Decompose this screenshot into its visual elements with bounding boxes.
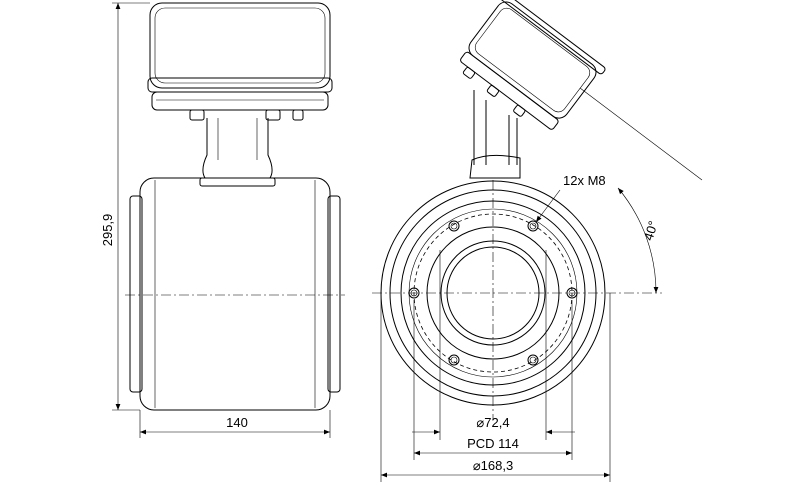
- flange-diameter-dimension: ⌀168,3: [380, 293, 611, 482]
- pcd-label: PCD 114: [467, 436, 519, 451]
- bolt-hole: [527, 354, 539, 366]
- tilted-housing: [460, 0, 606, 130]
- angle-dimension: 40°: [579, 87, 703, 294]
- angle-label: 40°: [641, 219, 661, 242]
- bore-dimension: ⌀72,4: [412, 250, 575, 440]
- bore-label: ⌀72,4: [476, 415, 509, 430]
- length-dimension: 140: [139, 410, 331, 438]
- flange-diameter-label: ⌀168,3: [473, 458, 513, 473]
- bolt-hole: [448, 220, 460, 232]
- height-dimension: 295,9: [100, 2, 150, 411]
- flow-tube-body: [125, 177, 345, 411]
- transmitter-housing: [147, 2, 333, 121]
- bolt-hole: [448, 354, 460, 366]
- end-view: 12x M8 40° ⌀72,4 PCD 114 ⌀168,3: [372, 0, 703, 482]
- bolt-callout: 12x M8: [535, 173, 606, 223]
- side-view: 295,9 140: [100, 2, 345, 438]
- bolt-hole: [527, 220, 539, 232]
- bolt-label: 12x M8: [563, 173, 606, 188]
- neck: [199, 118, 276, 187]
- height-label: 295,9: [100, 214, 115, 247]
- neck-end: [469, 90, 521, 179]
- pcd-dimension: PCD 114: [413, 300, 573, 460]
- length-label: 140: [226, 415, 248, 430]
